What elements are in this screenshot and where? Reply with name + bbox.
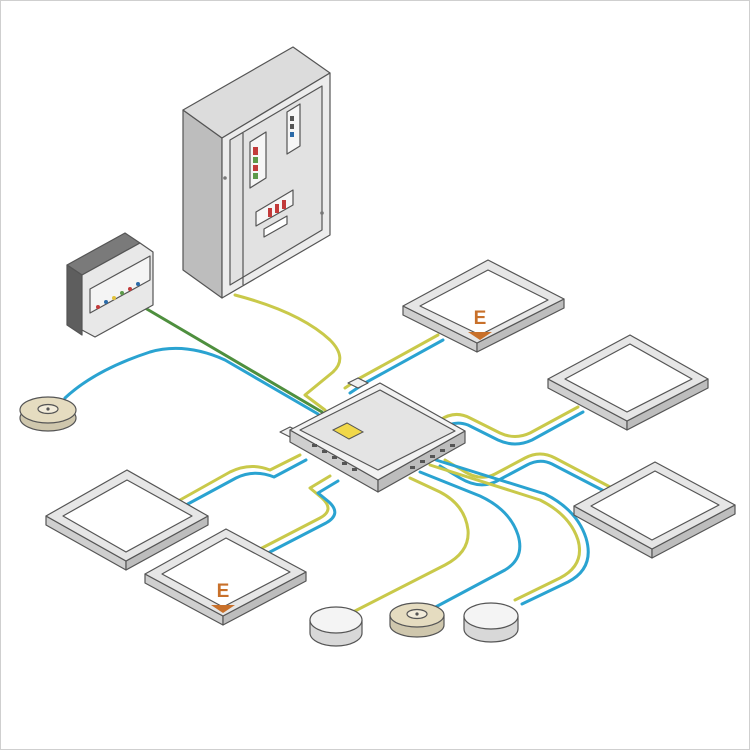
cable-cabinet-hub (233, 293, 342, 412)
round-sensor-left (309, 606, 363, 647)
cable-panel-right2-blue (438, 459, 608, 494)
central-control-hub (279, 377, 466, 493)
round-sensor-right (463, 602, 519, 643)
emergency-marker-bottom (211, 605, 235, 613)
breaker-strip-left (249, 131, 267, 189)
cable-panel-left2-blue (266, 479, 340, 555)
breaker-strip-right (286, 103, 301, 155)
ceiling-panel-top-right: E (402, 259, 565, 353)
presence-sensor-bottom (389, 602, 445, 638)
cable-panel-left1-yellow (178, 453, 302, 502)
presence-sensor-left (19, 396, 77, 432)
hub-ports (312, 444, 455, 471)
ceiling-panel-left-1 (45, 469, 209, 571)
distribution-board (182, 46, 331, 299)
din-rail-module (66, 232, 154, 338)
cable-panel-right2-yellow (443, 452, 614, 490)
emergency-label-bottom: E (217, 581, 230, 602)
ceiling-panel-right-1 (547, 334, 709, 431)
cable-panel-left1-blue (184, 458, 308, 507)
cable-panel-right1-yellow (438, 405, 580, 438)
cable-din-hub (138, 303, 324, 414)
cable-round-sensor-right-yellow (428, 463, 581, 602)
hub-status-label (331, 422, 365, 440)
cable-presence-sensor-bottom (418, 470, 522, 612)
cable-round-sensor-right-blue (434, 458, 590, 606)
ceiling-panel-right-2 (573, 461, 736, 559)
main-switch (255, 189, 294, 238)
cable-detector-hub (63, 346, 320, 416)
cable-round-sensor-left (351, 476, 470, 614)
emergency-label-top: E (474, 308, 487, 329)
emergency-marker-top (468, 332, 492, 340)
ceiling-panel-left-2: E (144, 528, 307, 626)
